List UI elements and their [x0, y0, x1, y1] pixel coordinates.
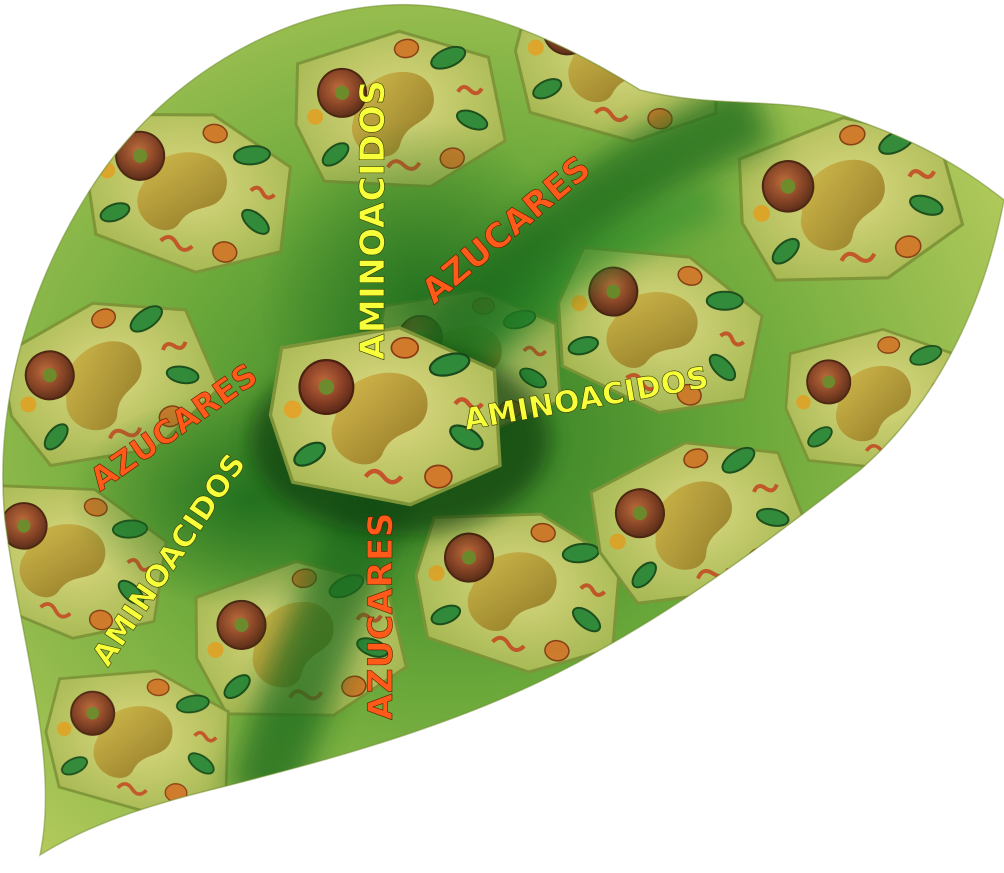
label-aminoacidos-top: AMINOACIDOS — [353, 80, 393, 360]
label-azucares-bottom: AZUCARES — [361, 512, 401, 720]
